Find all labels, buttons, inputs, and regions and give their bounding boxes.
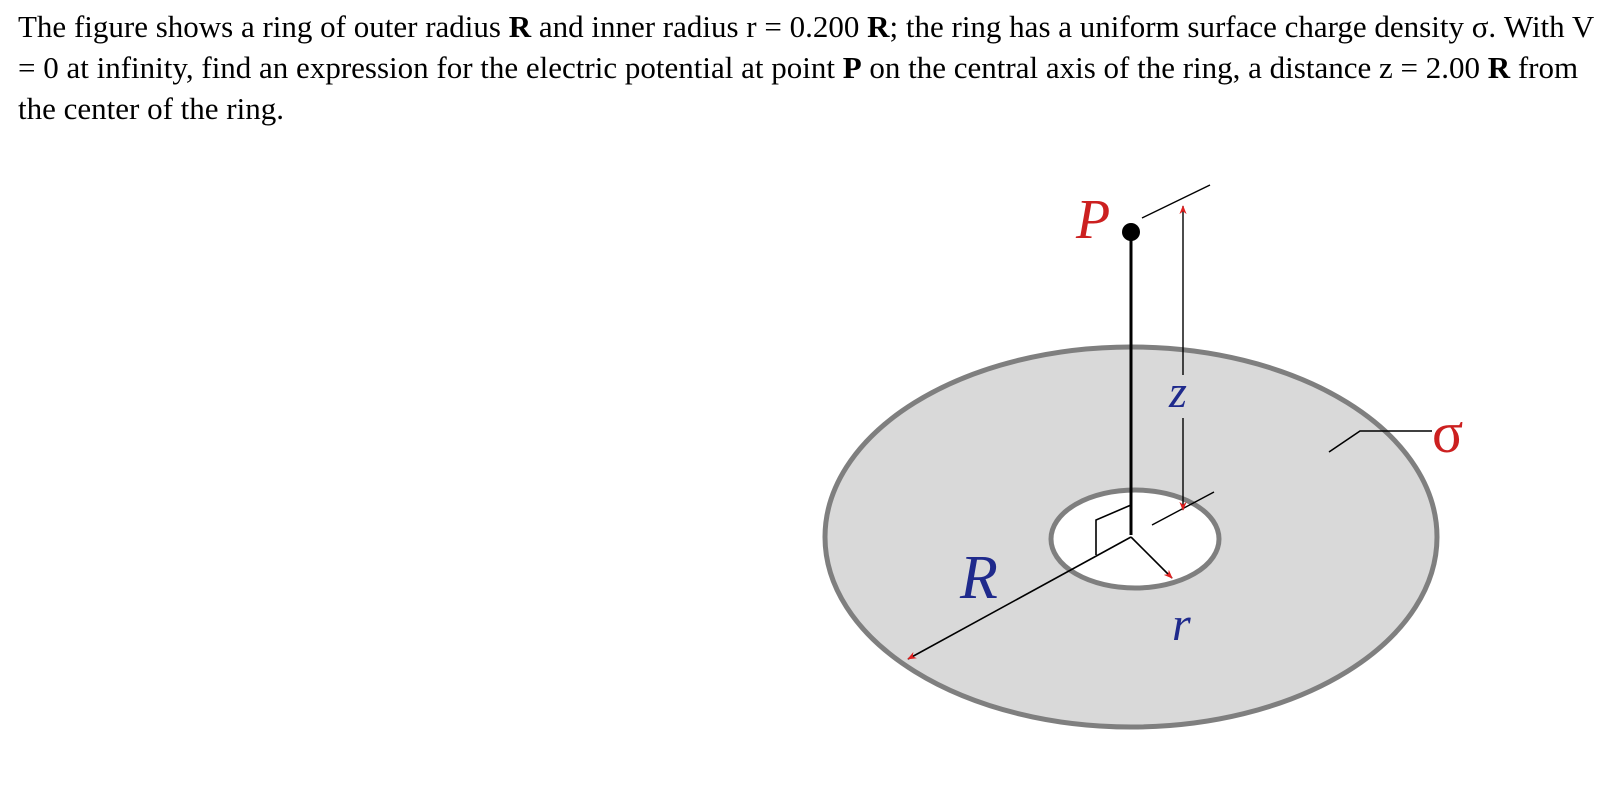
inner-hole [1048,487,1222,591]
label-p: P [1075,189,1110,251]
label-z: z [1168,366,1187,417]
label-inner-radius: r [1172,598,1191,651]
label-sigma: σ [1432,400,1463,465]
inner-radius-arrow [1130,536,1173,579]
problem-statement: The figure shows a ring of outer radius … [18,6,1598,129]
p-height-tick [1141,184,1211,219]
bold-R-2: R [867,9,890,44]
problem-text-2: and inner radius r = 0.200 [531,9,868,44]
label-outer-radius: R [959,544,998,612]
sigma-leader-line [1328,430,1432,453]
problem-text-3: ; the ring has a uniform surface charge … [18,9,1594,85]
problem-text-1: The figure shows a ring of outer radius [18,9,509,44]
right-angle-marker [1095,504,1132,555]
point-p-dot [1122,223,1140,241]
outer-radius-arrow [907,536,1132,660]
bold-R-1: R [508,9,532,44]
problem-text-4: on the central axis of the ring, a dista… [861,50,1488,85]
problem-text-5: from the center of the ring. [18,50,1579,126]
bold-R-3: R [1487,50,1511,85]
bold-P: P [842,50,862,85]
